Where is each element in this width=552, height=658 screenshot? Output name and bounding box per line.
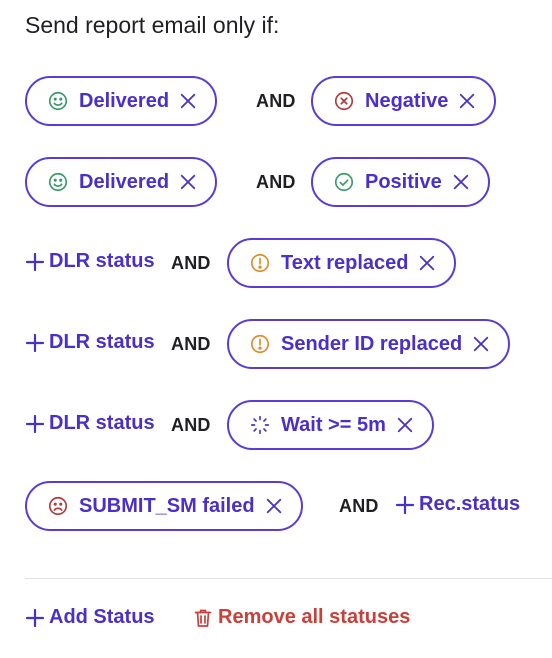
trash-icon — [194, 608, 212, 628]
status-chip-wait[interactable]: Wait >= 5m — [227, 400, 434, 450]
chip-label: Negative — [365, 89, 449, 112]
condition-row: SUBMIT_SM failed AND Rec.status — [25, 481, 552, 535]
add-label: DLR status — [49, 412, 155, 434]
and-operator: AND — [171, 253, 211, 273]
and-operator: AND — [171, 415, 211, 435]
plus-icon — [25, 608, 45, 628]
chip-label: Sender ID replaced — [281, 332, 463, 355]
chip-label: SUBMIT_SM failed — [79, 494, 255, 517]
exclamation-circle-icon — [249, 252, 271, 274]
chip-label: Delivered — [79, 170, 170, 193]
chip-label: Positive — [365, 170, 442, 193]
loading-spinner-icon — [249, 414, 271, 436]
remove-all-statuses-button[interactable]: Remove all statuses — [194, 606, 410, 629]
close-icon[interactable] — [418, 254, 436, 272]
plus-icon — [25, 252, 45, 272]
status-chip-positive[interactable]: Positive — [311, 157, 490, 207]
smile-icon — [47, 171, 69, 193]
close-icon[interactable] — [179, 173, 197, 191]
check-circle-icon — [333, 171, 355, 193]
status-chip-negative[interactable]: Negative — [311, 76, 497, 126]
add-label: DLR status — [49, 331, 155, 353]
status-chip-sender-id-replaced[interactable]: Sender ID replaced — [227, 319, 511, 369]
plus-icon — [395, 495, 415, 515]
divider — [25, 578, 552, 579]
condition-row: Delivered AND Negative — [25, 76, 552, 130]
close-icon[interactable] — [472, 335, 490, 353]
remove-all-label: Remove all statuses — [218, 606, 411, 628]
and-operator: AND — [256, 91, 296, 111]
status-chip-text-replaced[interactable]: Text replaced — [227, 238, 457, 288]
add-label: DLR status — [49, 250, 155, 272]
add-dlr-status-button[interactable]: DLR status — [25, 250, 155, 273]
condition-row: DLR status AND Text replaced — [25, 238, 552, 292]
condition-row: Delivered AND Positive — [25, 157, 552, 211]
plus-icon — [25, 333, 45, 353]
condition-row: DLR status AND Sender ID replaced — [25, 319, 552, 373]
chip-label: Wait >= 5m — [281, 413, 386, 436]
add-status-label: Add Status — [49, 606, 155, 628]
status-chip-delivered[interactable]: Delivered — [25, 76, 218, 126]
chip-label: Text replaced — [281, 251, 409, 274]
add-status-button[interactable]: Add Status — [25, 606, 155, 629]
page-title: Send report email only if: — [25, 12, 280, 38]
exclamation-circle-icon — [249, 333, 271, 355]
add-rec-status-button[interactable]: Rec.status — [395, 493, 520, 516]
close-icon[interactable] — [179, 92, 197, 110]
plus-icon — [25, 414, 45, 434]
and-operator: AND — [339, 496, 379, 516]
add-label: Rec.status — [419, 493, 521, 515]
and-operator: AND — [256, 172, 296, 192]
status-chip-submit-sm-failed[interactable]: SUBMIT_SM failed — [25, 481, 303, 531]
add-dlr-status-button[interactable]: DLR status — [25, 331, 155, 354]
add-dlr-status-button[interactable]: DLR status — [25, 412, 155, 435]
frown-icon — [47, 495, 69, 517]
chip-label: Delivered — [79, 89, 170, 112]
condition-row: DLR status AND Wait >= 5m — [25, 400, 552, 454]
x-circle-icon — [333, 90, 355, 112]
close-icon[interactable] — [265, 497, 283, 515]
and-operator: AND — [171, 334, 211, 354]
close-icon[interactable] — [458, 92, 476, 110]
status-chip-delivered[interactable]: Delivered — [25, 157, 218, 207]
smile-icon — [47, 90, 69, 112]
close-icon[interactable] — [396, 416, 414, 434]
close-icon[interactable] — [452, 173, 470, 191]
